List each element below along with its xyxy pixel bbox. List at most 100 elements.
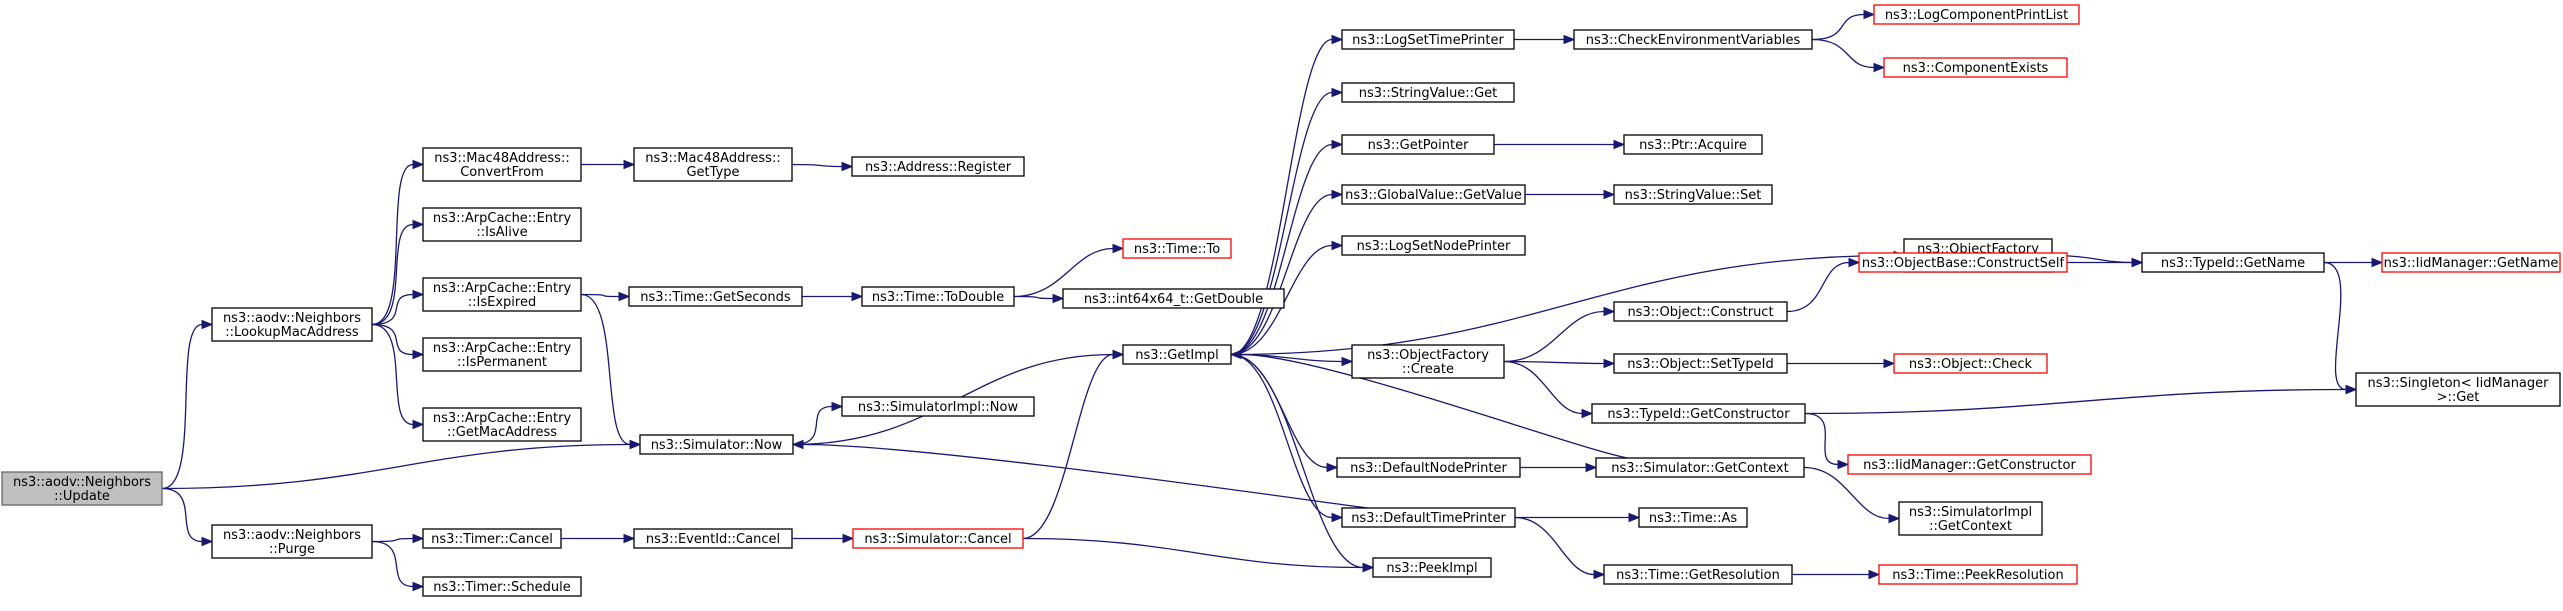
edge-isexpired-to-simnow: [580, 293, 631, 446]
node-box: [1883, 57, 2068, 78]
node-timegetres[interactable]: ns3::Time::GetResolution: [1603, 564, 1793, 585]
edge-arrowhead: [791, 439, 804, 450]
node-timeto[interactable]: ns3::Time::To: [1122, 238, 1232, 259]
node-addrreg[interactable]: ns3::Address::Register: [851, 156, 1025, 177]
node-defnode[interactable]: ns3::DefaultNodePrinter: [1336, 457, 1521, 478]
node-m48type[interactable]: ns3::Mac48Address::GetType: [633, 147, 793, 182]
node-obconstself[interactable]: ns3::ObjectBase::ConstructSelf: [1858, 252, 2068, 273]
node-label-line: ns3::Mac48Address::: [645, 151, 780, 166]
node-strvalget[interactable]: ns3::StringValue::Get: [1341, 82, 1515, 103]
node-objconstruct[interactable]: ns3::Object::Construct: [1613, 301, 1788, 322]
edge-update-to-purge: [161, 487, 203, 543]
edge-arrowhead: [201, 319, 214, 330]
node-label-line: ns3::TypeId::GetConstructor: [1607, 407, 1790, 422]
node-timercancel[interactable]: ns3::Timer::Cancel: [422, 528, 562, 549]
node-isexpired[interactable]: ns3::ArpCache::Entry::IsExpired: [422, 277, 582, 312]
node-logcomp[interactable]: ns3::LogComponentPrintList: [1873, 4, 2080, 25]
node-iidgetname[interactable]: ns3::IidManager::GetName: [2381, 252, 2561, 273]
edge-arrowhead: [1868, 569, 1881, 580]
node-label-line: ::GetMacAddress: [447, 425, 557, 440]
edge-arrowhead: [1112, 243, 1125, 254]
edge-arrowhead: [1331, 240, 1344, 251]
node-int64[interactable]: ns3::int64x64_t::GetDouble: [1062, 288, 1285, 309]
edge-isexpired-to-getseconds: [580, 293, 620, 298]
node-timeas[interactable]: ns3::Time::As: [1638, 507, 1748, 528]
node-box: [1122, 238, 1232, 259]
node-gvgetvalue[interactable]: ns3::GlobalValue::GetValue: [1341, 184, 1526, 205]
node-eventcancel[interactable]: ns3::EventId::Cancel: [633, 528, 793, 549]
edge-arrowhead: [1837, 459, 1850, 470]
node-label-line: ns3::EventId::Cancel: [646, 532, 780, 547]
node-label-line: >::Get: [2437, 390, 2480, 405]
node-m48conv[interactable]: ns3::Mac48Address::ConvertFrom: [422, 147, 582, 182]
node-label-line: ns3::Time::PeekResolution: [1892, 568, 2063, 583]
node-box: [1062, 288, 1285, 309]
node-tidgetctor[interactable]: ns3::TypeId::GetConstructor: [1591, 403, 1806, 424]
node-getimpl[interactable]: ns3::GetImpl: [1122, 344, 1232, 365]
node-checkenv[interactable]: ns3::CheckEnvironmentVariables: [1573, 29, 1813, 50]
edge-arrowhead: [1585, 462, 1598, 473]
node-iidgetctor[interactable]: ns3::IidManager::GetConstructor: [1847, 454, 2092, 475]
node-timersched[interactable]: ns3::Timer::Schedule: [422, 576, 582, 597]
node-label-line: GetType: [686, 165, 739, 180]
edge-checkenv-to-compexists: [1811, 38, 1875, 69]
node-label-line: ns3::Mac48Address::: [434, 151, 569, 166]
edge-simcancel-to-getimpl: [1022, 353, 1114, 540]
node-update[interactable]: ns3::aodv::Neighbors::Update: [1, 471, 163, 506]
node-strvalset[interactable]: ns3::StringValue::Set: [1613, 184, 1773, 205]
node-ofcreate[interactable]: ns3::ObjectFactory::Create: [1351, 344, 1505, 379]
edge-arrowhead: [1628, 512, 1641, 523]
call-nodes: ns3::aodv::Neighbors::Updatens3::aodv::N…: [1, 4, 2561, 597]
node-label-line: ns3::LogSetNodePrinter: [1357, 239, 1511, 254]
node-label-line: ns3::StringValue::Get: [1359, 86, 1497, 101]
node-label-line: ns3::Timer::Cancel: [431, 532, 553, 547]
node-objcheck[interactable]: ns3::Object::Check: [1893, 353, 2048, 374]
node-peekimpl[interactable]: ns3::PeekImpl: [1372, 557, 1492, 578]
node-box: [1573, 29, 1813, 50]
edge-arrowhead: [841, 161, 854, 172]
node-simnow[interactable]: ns3::Simulator::Now: [639, 434, 794, 455]
node-isalive[interactable]: ns3::ArpCache::Entry::IsAlive: [422, 207, 582, 242]
edge-lookup-to-getmac: [371, 323, 414, 426]
node-simgetctx[interactable]: ns3::Simulator::GetContext: [1595, 457, 1805, 478]
node-label-line: ns3::aodv::Neighbors: [223, 311, 361, 326]
node-label-line: ns3::ObjectBase::ConstructSelf: [1862, 256, 2065, 271]
node-box: [1623, 134, 1763, 155]
node-isperm[interactable]: ns3::ArpCache::Entry::IsPermanent: [422, 337, 582, 372]
edge-arrowhead: [1873, 62, 1886, 73]
node-lookup[interactable]: ns3::aodv::Neighbors::LookupMacAddress: [211, 307, 373, 342]
edge-arrowhead: [851, 291, 864, 302]
node-simcancel[interactable]: ns3::Simulator::Cancel: [852, 528, 1024, 549]
node-getseconds[interactable]: ns3::Time::GetSeconds: [628, 286, 803, 307]
node-purge[interactable]: ns3::aodv::Neighbors::Purge: [211, 524, 373, 559]
edge-getimpl-to-gvgetvalue: [1230, 193, 1333, 356]
node-deftime[interactable]: ns3::DefaultTimePrinter: [1341, 507, 1516, 528]
node-label-line: ns3::aodv::Neighbors: [223, 528, 361, 543]
edge-getimpl-to-getpointer: [1230, 143, 1333, 356]
node-simimplnow[interactable]: ns3::SimulatorImpl::Now: [841, 396, 1035, 417]
node-logsetnode[interactable]: ns3::LogSetNodePrinter: [1341, 235, 1526, 256]
node-simimplctx[interactable]: ns3::SimulatorImpl::GetContext: [1898, 501, 2043, 536]
node-label-line: ns3::ArpCache::Entry: [433, 411, 572, 426]
node-box: [422, 576, 582, 597]
edge-arrowhead: [2345, 384, 2358, 395]
edge-simnow-to-simimplnow: [792, 405, 833, 446]
node-ptracquire[interactable]: ns3::Ptr::Acquire: [1623, 134, 1763, 155]
node-compexists[interactable]: ns3::ComponentExists: [1883, 57, 2068, 78]
node-getmac[interactable]: ns3::ArpCache::Entry::GetMacAddress: [422, 407, 582, 442]
node-box: [628, 286, 803, 307]
node-getpointer[interactable]: ns3::GetPointer: [1341, 134, 1495, 155]
edge-arrowhead: [412, 219, 425, 230]
node-label-line: ::LookupMacAddress: [225, 325, 359, 340]
node-label-line: ns3::Time::ToDouble: [872, 290, 1004, 305]
node-tidgetname[interactable]: ns3::TypeId::GetName: [2141, 252, 2325, 273]
edge-getimpl-to-peekimpl: [1230, 353, 1364, 569]
edge-arrowhead: [1331, 34, 1344, 45]
node-singleton[interactable]: ns3::Singleton< IidManager>::Get: [2355, 372, 2561, 407]
node-logsettime[interactable]: ns3::LogSetTimePrinter: [1341, 29, 1515, 50]
edge-arrowhead: [623, 533, 636, 544]
node-todouble[interactable]: ns3::Time::ToDouble: [861, 286, 1015, 307]
node-box: [1847, 454, 2092, 475]
node-objsettype[interactable]: ns3::Object::SetTypeId: [1613, 353, 1788, 374]
node-timepeekres[interactable]: ns3::Time::PeekResolution: [1878, 564, 2078, 585]
